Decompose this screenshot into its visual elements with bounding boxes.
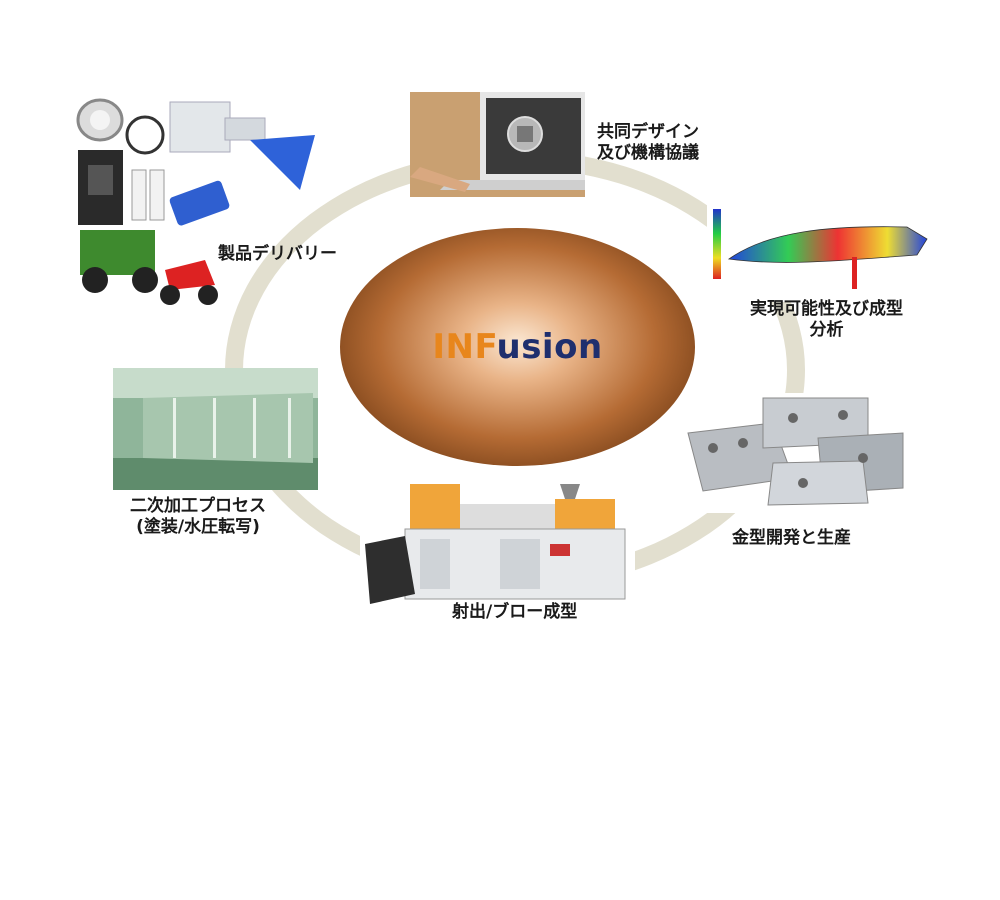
stage-label-secondary: 二次加工プロセス (塗装/水圧転写): [130, 496, 266, 537]
design-laptop-image: [410, 92, 585, 197]
stage-label-molding: 射出/ブロー成型: [452, 602, 578, 622]
stage-label-mold: 金型開発と生産: [732, 528, 851, 548]
product-delivery-image: [76, 98, 315, 305]
center-ellipse: INFusion: [340, 228, 695, 466]
injection-machine-image: [360, 474, 635, 609]
stage-label-analysis: 実現可能性及び成型 分析: [750, 299, 903, 340]
infusion-logo: INFusion: [432, 327, 603, 367]
stage-label-design: 共同デザイン 及び機構協議: [597, 122, 699, 163]
mold-image: [683, 393, 908, 513]
paint-line-image: [113, 368, 318, 490]
stage-label-delivery: 製品デリバリー: [218, 244, 337, 264]
analysis-simulation-image: [707, 197, 935, 302]
